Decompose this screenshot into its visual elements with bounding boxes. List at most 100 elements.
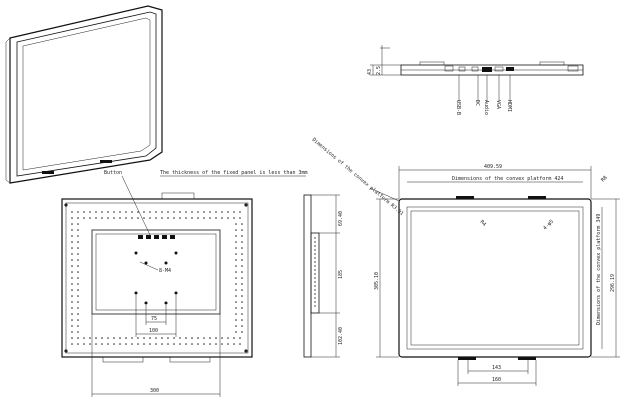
mounting-dot [77, 271, 79, 273]
mounting-dot [64, 349, 68, 353]
mounting-dot [125, 337, 127, 339]
mounting-dot [241, 331, 243, 333]
mounting-dot [77, 211, 79, 213]
mounting-dot [241, 319, 243, 321]
mounting-dot [221, 211, 223, 213]
dim-r5-label: 4-φ5 [542, 219, 555, 232]
mounting-dot [235, 289, 237, 291]
mounting-dot [314, 281, 316, 283]
mounting-dot [233, 337, 235, 339]
mounting-dot [131, 337, 133, 339]
mounting-dot [227, 337, 229, 339]
side-69-40-label: 69.40 [338, 211, 344, 226]
mounting-dot [167, 337, 169, 339]
dim-300-label: 300 [150, 388, 159, 394]
mounting-dot [191, 211, 193, 213]
mounting-dot [77, 283, 79, 285]
mounting-dot [314, 289, 316, 291]
mounting-dot [241, 241, 243, 243]
mounting-dot [239, 217, 241, 219]
mounting-dot [107, 211, 109, 213]
mounting-dot [161, 211, 163, 213]
mounting-dot [95, 211, 97, 213]
rear-mounting-dots [64, 203, 248, 353]
mounting-dot [191, 343, 193, 345]
mounting-dot [71, 253, 73, 255]
mounting-dot [71, 325, 73, 327]
mounting-dot [137, 343, 139, 345]
mounting-dot [179, 337, 181, 339]
port-audio: Audio [483, 100, 489, 115]
mounting-dot [143, 343, 145, 345]
mounting-dot [179, 217, 181, 219]
mounting-dot [191, 337, 193, 339]
mounting-dot [197, 337, 199, 339]
mounting-dot [235, 283, 237, 285]
mounting-dot [235, 247, 237, 249]
mounting-dot [173, 343, 175, 345]
mounting-dot [161, 337, 163, 339]
mounting-dot [241, 271, 243, 273]
mounting-dot [77, 301, 79, 303]
mounting-dot [314, 249, 316, 251]
dim-platform-r-label: Dimensions of the convex platform R3.91 [311, 137, 405, 217]
mounting-dot [71, 337, 73, 339]
mounting-dot [125, 343, 127, 345]
mounting-dot [77, 289, 79, 291]
dim-r8-label: R8 [600, 175, 609, 184]
mounting-dot [161, 343, 163, 345]
mounting-dot [71, 229, 73, 231]
mounting-dot [71, 247, 73, 249]
dim-160-label: 160 [492, 377, 501, 383]
mounting-dot [113, 211, 115, 213]
mounting-dot [241, 301, 243, 303]
mounting-dot [314, 237, 316, 239]
dim-296-19-label: 296.19 [610, 274, 616, 292]
mounting-dot [227, 217, 229, 219]
mounting-dot [235, 277, 237, 279]
mounting-dot [241, 289, 243, 291]
mounting-dot [233, 211, 235, 213]
perspective-monitor [5, 5, 163, 184]
mounting-dot [101, 217, 103, 219]
mounting-dot [155, 337, 157, 339]
mounting-dot [227, 343, 229, 345]
mounting-dot [113, 343, 115, 345]
mounting-dot [314, 273, 316, 275]
mounting-dot [235, 235, 237, 237]
mounting-dot [113, 217, 115, 219]
mounting-dot [173, 211, 175, 213]
mounting-dot [239, 343, 241, 345]
mounting-dot [209, 211, 211, 213]
mounting-dot [131, 217, 133, 219]
side-102-40-label: 102.40 [338, 327, 344, 345]
mounting-dot [155, 211, 157, 213]
mounting-dot [185, 211, 187, 213]
mounting-dot [71, 217, 73, 219]
mounting-dot [173, 337, 175, 339]
mounting-dot [149, 343, 151, 345]
mounting-dot [185, 337, 187, 339]
mounting-dot [241, 229, 243, 231]
mounting-dot [131, 211, 133, 213]
mounting-dot [235, 301, 237, 303]
mounting-dot [314, 261, 316, 263]
mounting-dot [137, 217, 139, 219]
mounting-dot [215, 343, 217, 345]
mounting-dot [239, 211, 241, 213]
mounting-dot [167, 211, 169, 213]
mounting-dot [185, 343, 187, 345]
port-vga: VGA [495, 100, 501, 109]
mounting-dot [71, 211, 73, 213]
mounting-dot [71, 271, 73, 273]
mounting-dot [314, 269, 316, 271]
mounting-dot [71, 313, 73, 315]
mounting-dot [125, 211, 127, 213]
mounting-dot [71, 241, 73, 243]
mounting-dot [101, 211, 103, 213]
mounting-dot [77, 325, 79, 327]
mounting-dot [244, 203, 248, 207]
mounting-dot [233, 217, 235, 219]
mounting-dot [119, 343, 121, 345]
mounting-dot [71, 343, 73, 345]
